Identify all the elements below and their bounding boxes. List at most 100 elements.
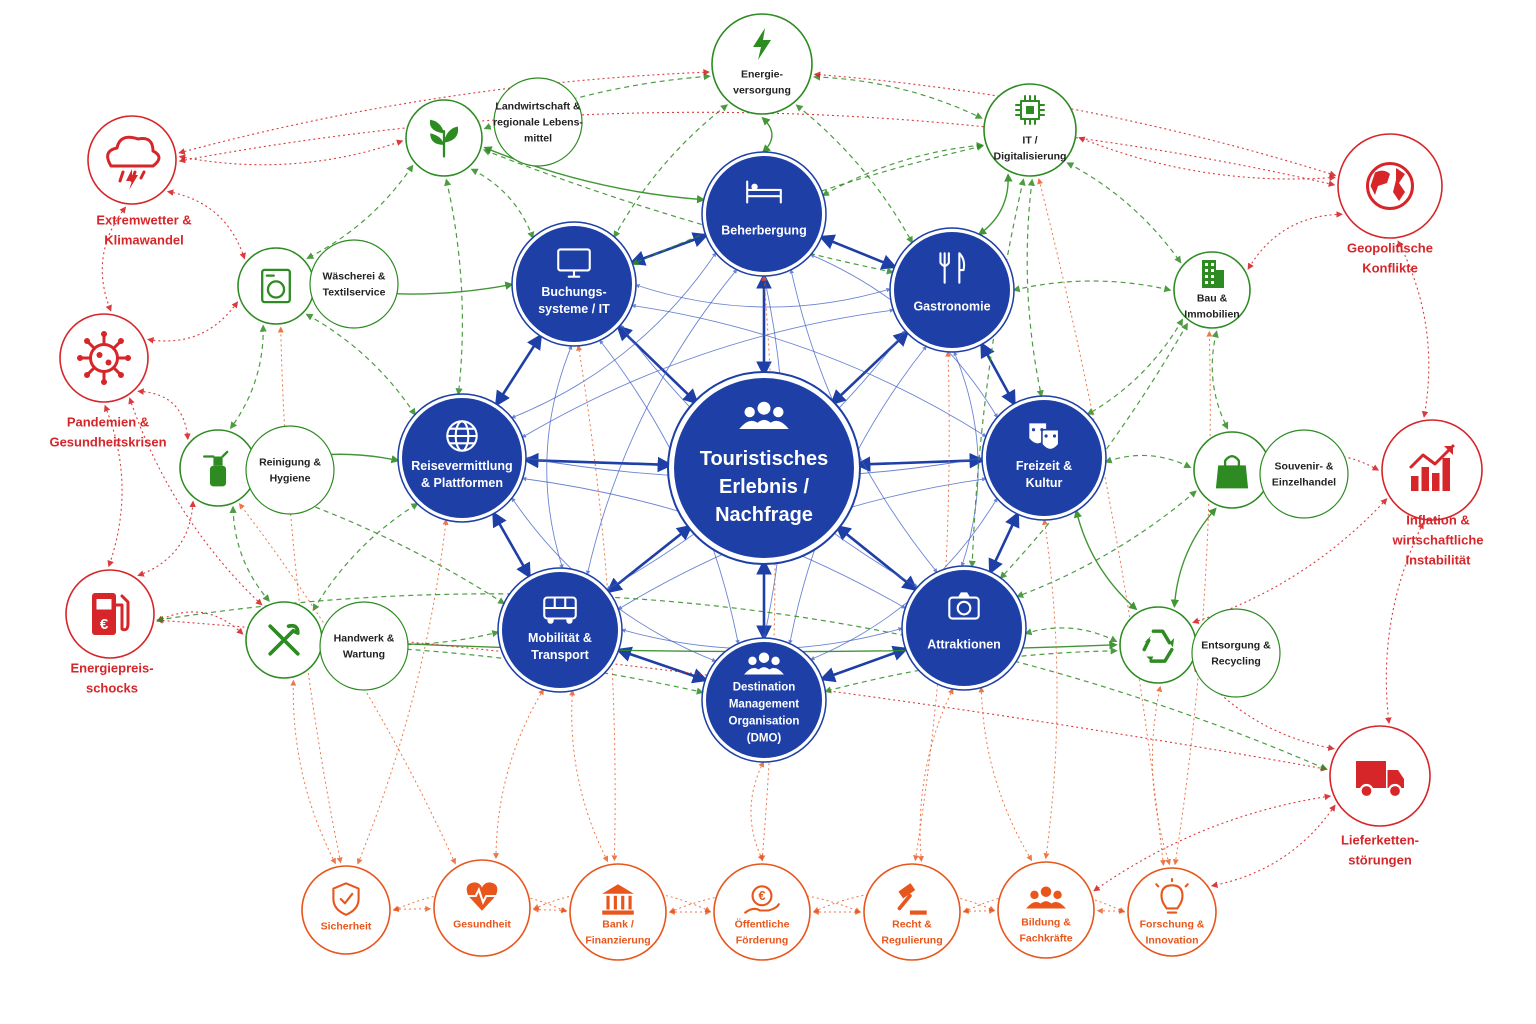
node-label: Entsorgung &Recycling [1201, 640, 1271, 668]
node-label: Wäscherei &Textilservice [322, 271, 385, 299]
node-energiepreis[interactable]: €Energiepreis-schocks [65, 569, 155, 696]
label-line: Handwerk & [334, 633, 395, 645]
label-line: Fachkräfte [1019, 933, 1072, 945]
connection-arrow [312, 503, 419, 612]
euro-hand-icon: € [744, 885, 780, 914]
truck-icon [1356, 761, 1404, 799]
label-line: Recycling [1211, 656, 1261, 668]
node-extremwetter[interactable]: Extremwetter &Klimawandel [87, 115, 192, 248]
node-reinigung[interactable]: Reinigung &Hygiene [179, 425, 335, 515]
svg-text:€: € [758, 889, 765, 903]
label-line: Erlebnis / [719, 476, 809, 498]
connection-arrow [980, 341, 1016, 407]
heart-pulse-icon [466, 882, 498, 911]
connection-arrow [492, 510, 531, 579]
node-pandemien[interactable]: Pandemien &Gesundheitskrisen [49, 313, 167, 450]
node-it[interactable]: IT /Digitalisierung [983, 83, 1077, 177]
label-line: Klimawandel [104, 233, 183, 248]
node-circle [237, 247, 315, 325]
label-line: Lieferketten- [1341, 833, 1419, 848]
connection-arrow [156, 593, 1328, 771]
label-line: Nachfrage [715, 504, 813, 526]
connection-arrow [444, 178, 463, 396]
node-souvenir[interactable]: Souvenir- &Einzelhandel [1193, 429, 1349, 519]
label-line: Bildung & [1021, 917, 1071, 929]
label-line: Energiepreis- [70, 661, 153, 676]
connection-arrow [1397, 240, 1430, 418]
label-bubble [493, 77, 583, 167]
node-attraktionen[interactable]: Attraktionen [901, 565, 1027, 691]
node-circle [713, 863, 811, 961]
node-label: Landwirtschaft &regionale Lebens-mittel [493, 101, 583, 145]
label-line: Geopolitische [1347, 241, 1433, 256]
node-lieferketten[interactable]: Lieferketten-störungen [1329, 725, 1431, 868]
node-recht[interactable]: Recht &Regulierung [863, 863, 961, 961]
label-bubble [1259, 429, 1349, 519]
node-bau[interactable]: Bau & Immobilien [1173, 251, 1251, 329]
node-bildung[interactable]: Bildung & Fachkräfte [997, 861, 1095, 959]
label-bubble [245, 425, 335, 515]
label-line: versorgung [733, 85, 791, 97]
node-circle [983, 83, 1077, 177]
connection-arrow [813, 71, 1337, 177]
node-label: Bank /Finanzierung [585, 919, 650, 947]
label-line: Recht & [892, 919, 932, 931]
node-gesundheit[interactable]: Gesundheit [433, 859, 531, 957]
connection-arrow [1024, 627, 1118, 642]
connection-arrow [1012, 280, 1172, 293]
label-line: Wartung [343, 649, 385, 661]
node-circle [59, 313, 149, 403]
label-line: IT / [1022, 135, 1037, 147]
node-entsorgung[interactable]: Entsorgung &Recycling [1119, 606, 1281, 698]
node-mobilitaet[interactable]: Mobilität &Transport [497, 567, 623, 693]
node-forschung[interactable]: Forschung &Innovation [1127, 867, 1217, 957]
rising-chart-icon [1409, 444, 1455, 491]
node-reisevermittlung[interactable]: Reisevermittlung& Plattformen [397, 393, 527, 523]
connection-arrow [1078, 136, 1337, 182]
connection-arrow [761, 116, 773, 154]
label-line: Forschung & [1140, 919, 1205, 931]
label-line: Bau & [1197, 293, 1228, 305]
globe-icon [446, 420, 478, 452]
label-line: Öffentliche [735, 918, 790, 931]
label-line: Mobilität & [528, 631, 592, 645]
node-circle [1173, 251, 1251, 329]
node-label: Buchungs-systeme / IT [538, 285, 610, 316]
node-bank[interactable]: Bank /Finanzierung [569, 863, 667, 961]
node-label: Freizeit &Kultur [1016, 459, 1072, 490]
lightning-icon [753, 28, 771, 60]
node-label: Pandemien &Gesundheitskrisen [49, 415, 166, 450]
node-buchung[interactable]: Buchungs-systeme / IT [511, 221, 637, 347]
node-sicherheit[interactable]: Sicherheit [301, 865, 391, 955]
node-freizeit[interactable]: Freizeit &Kultur [981, 395, 1107, 521]
node-label: Reinigung &Hygiene [259, 457, 321, 485]
node-label: Souvenir- &Einzelhandel [1272, 461, 1336, 489]
connection-arrow [229, 505, 270, 602]
node-label: Mobilität &Transport [528, 631, 592, 662]
label-line: Gastronomie [913, 299, 990, 313]
node-circle [1337, 133, 1443, 239]
label-line: Reisevermittlung [411, 459, 512, 473]
label-line: Immobilien [1184, 309, 1239, 321]
node-circle [894, 232, 1010, 348]
shopping-bag-icon [1215, 455, 1249, 489]
connection-arrow [356, 518, 449, 865]
node-label: Bau & Immobilien [1184, 293, 1239, 321]
node-handwerk[interactable]: Handwerk & Wartung [245, 601, 409, 691]
node-beherbergung[interactable]: Beherbergung [701, 151, 827, 277]
node-gastronomie[interactable]: Gastronomie [889, 227, 1015, 353]
label-line: Textilservice [323, 287, 386, 299]
connection-arrow [290, 679, 336, 865]
node-label: Sicherheit [321, 921, 372, 933]
node-landwirtschaft[interactable]: Landwirtschaft &regionale Lebens-mittel [405, 77, 583, 177]
node-energie[interactable]: Energie-versorgung [711, 13, 813, 115]
node-waescherei[interactable]: Wäscherei &Textilservice [237, 239, 399, 329]
gavel-icon [897, 883, 927, 915]
label-bubble [319, 601, 409, 691]
